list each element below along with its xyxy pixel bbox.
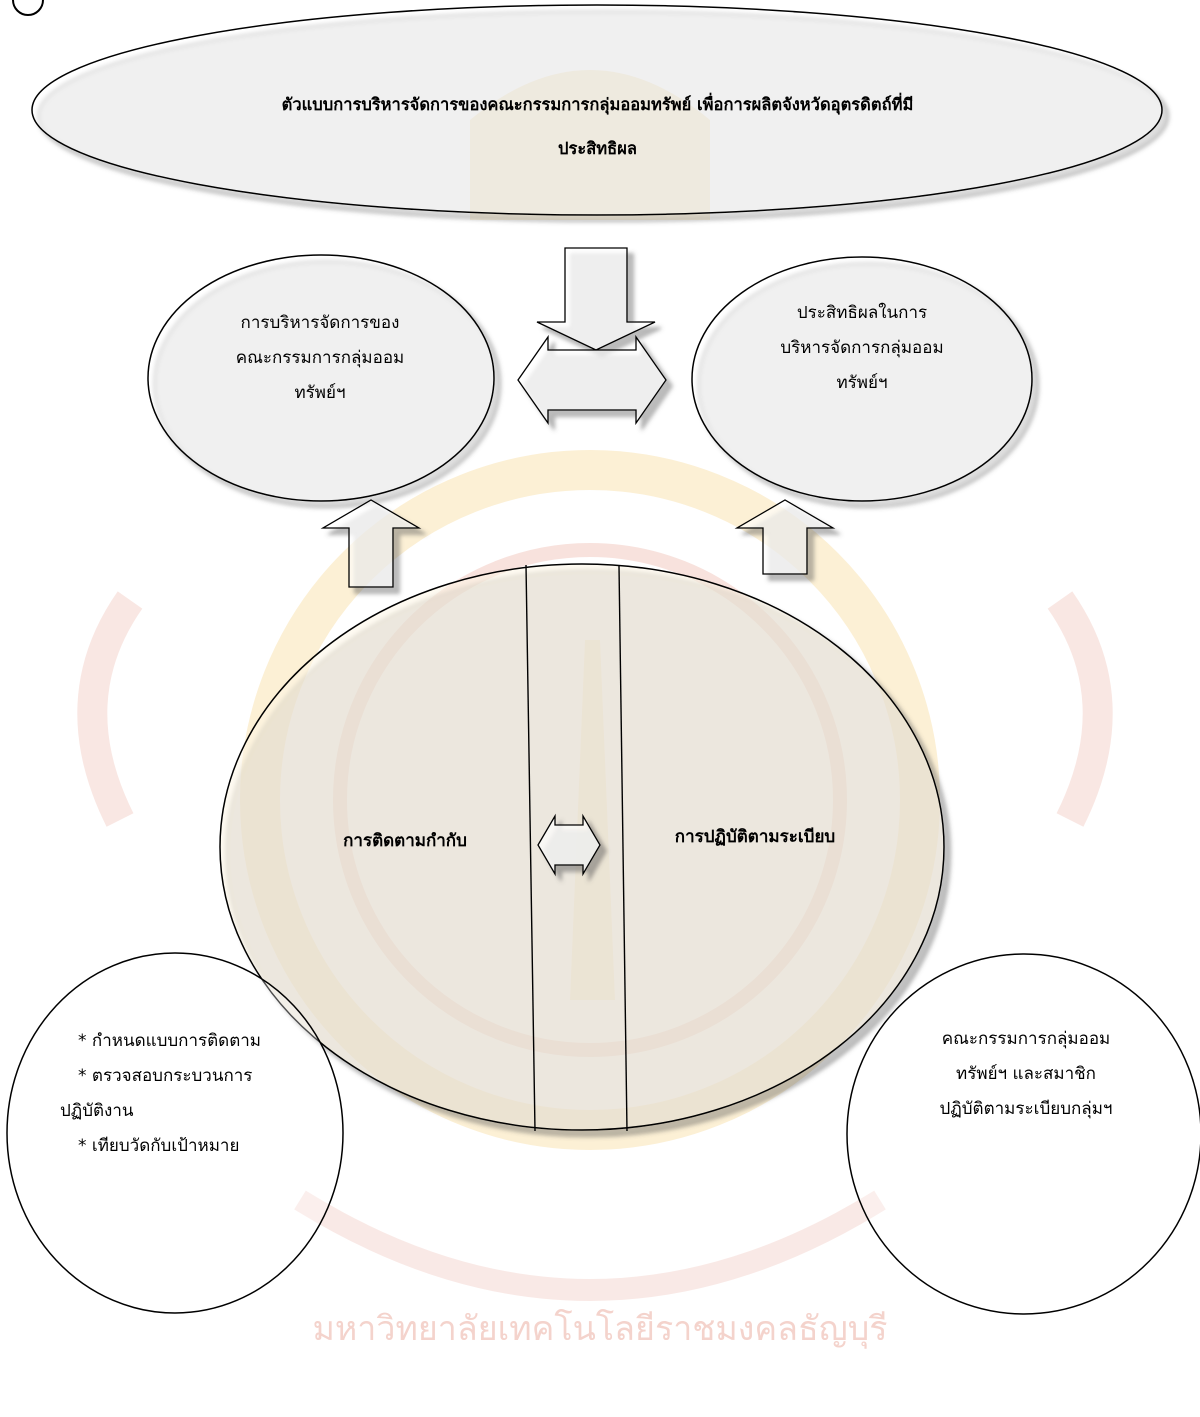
- monitoring-line-4: * เทียบวัดกับเป้าหมาย: [78, 1135, 240, 1156]
- divider-right: [618, 565, 628, 1132]
- effectiveness-line-2: บริหารจัดการกลุ่มออม: [780, 337, 944, 358]
- up-arrow-right-icon: [734, 499, 836, 575]
- core-left-label: การติดตามกำกับ: [343, 831, 467, 851]
- compliance-line-2: ทรัพย์ฯ และสมาชิก: [956, 1063, 1096, 1084]
- management-label: การบริหารจัดการของ คณะกรรมการกลุ่มออม ทร…: [190, 306, 450, 411]
- monitoring-line-2: * ตรวจสอบกระบวนการ: [78, 1065, 253, 1086]
- up-arrow-left-icon: [320, 499, 422, 588]
- watermark-text: มหาวิทยาลัยเทคโนโลยีราชมงคลธัญบุรี: [312, 1309, 887, 1349]
- core-right-label: การปฏิบัติตามระเบียบ: [674, 827, 836, 847]
- monitoring-line-3: ปฏิบัติงาน: [60, 1100, 134, 1121]
- compliance-detail-label: คณะกรรมการกลุ่มออม ทรัพย์ฯ และสมาชิก ปฏิ…: [896, 1022, 1156, 1127]
- compliance-line-3: ปฏิบัติตามระเบียบกลุ่มฯ: [939, 1098, 1113, 1119]
- management-line-3: ทรัพย์ฯ: [294, 382, 346, 403]
- double-arrow-icon: [517, 334, 667, 426]
- compliance-line-1: คณะกรรมการกลุ่มออม: [941, 1029, 1111, 1049]
- effectiveness-ellipse: [691, 256, 1033, 502]
- effectiveness-line-3: ทรัพย์ฯ: [836, 372, 888, 393]
- management-line-2: คณะกรรมการกลุ่มออม: [235, 347, 405, 368]
- effectiveness-label: ประสิทธิผลในการ บริหารจัดการกลุ่มออม ทรั…: [732, 296, 992, 401]
- monitoring-line-1: * กำหนดแบบการติดตาม: [78, 1031, 261, 1051]
- down-arrow-icon: [536, 247, 656, 351]
- core-double-arrow-icon: [537, 813, 601, 877]
- management-ellipse: [147, 254, 495, 502]
- title-line-2: ประสิทธิผล: [558, 139, 637, 158]
- effectiveness-line-1: ประสิทธิผลในการ: [796, 303, 928, 323]
- diagram-title: ตัวแบบการบริหารจัดการของคณะกรรมการกลุ่มอ…: [60, 70, 1135, 174]
- title-line-1: ตัวแบบการบริหารจัดการของคณะกรรมการกลุ่มอ…: [281, 95, 914, 114]
- divider-left: [525, 564, 536, 1132]
- title-ellipse: [31, 4, 1163, 216]
- monitoring-detail-label: * กำหนดแบบการติดตาม * ตรวจสอบกระบวนการ ป…: [48, 1024, 328, 1163]
- monitoring-detail-circle: [6, 952, 344, 1314]
- corner-circle: [12, 0, 44, 16]
- management-line-1: การบริหารจัดการของ: [240, 313, 400, 333]
- compliance-detail-circle: [846, 953, 1200, 1315]
